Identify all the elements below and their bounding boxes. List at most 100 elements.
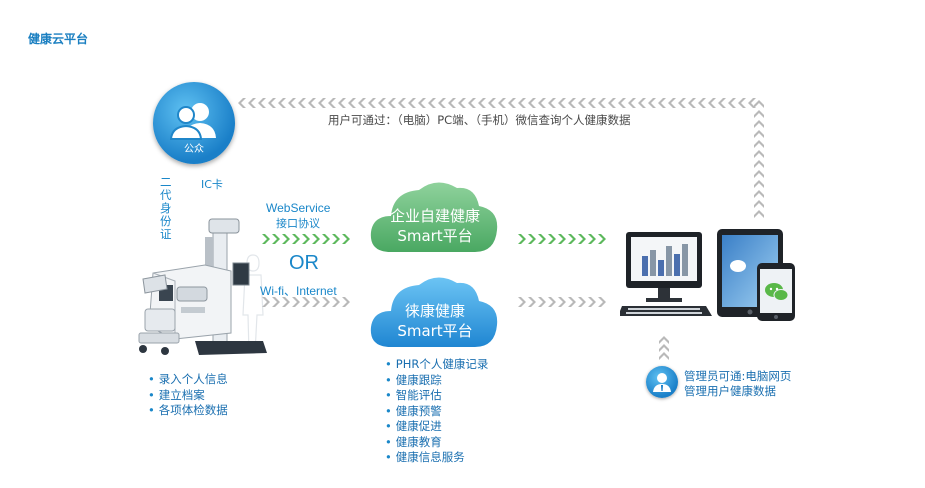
blue-cloud-icon [370,277,498,347]
chevron-up-icon [754,160,764,168]
chevron-left-icon [568,98,576,108]
chevron-up-icon [754,190,764,198]
list-item: •PHR个人健康记录 [385,357,489,371]
chevron-left-icon [438,98,446,108]
wifi-internet-label: Wi-fi、Internet [260,284,337,298]
chevron-up-icon [754,150,764,158]
list-item: •健康促进 [385,419,442,433]
chevron-left-icon [638,98,646,108]
chevron-up-icon [754,110,764,118]
chevron-left-icon [298,98,306,108]
chevron-left-icon [248,98,256,108]
admin-line1: 管理员可通:电脑网页 [684,369,792,383]
chevron-left-icon [548,98,556,108]
chevron-up-icon [754,170,764,178]
enterprise-smart-platform-cloud: 企业自建健康 Smart平台 [365,172,505,262]
public-user-label: 公众 [184,144,204,155]
or-label: OR [289,252,319,274]
chevron-left-icon [478,98,486,108]
chevron-left-icon [558,98,566,108]
chevron-left-icon [688,98,696,108]
arrow-gray-vertical-up [754,100,764,218]
chevron-left-icon [368,98,376,108]
list-item: •健康信息服务 [385,450,465,464]
list-item: •智能评估 [385,388,442,402]
chevron-left-icon [698,98,706,108]
chevron-left-icon [348,98,356,108]
desktop-computer [618,222,720,322]
chevron-left-icon [518,98,526,108]
webservice-label: WebService [266,201,331,215]
chevron-left-icon [588,98,596,108]
green-cloud-icon [370,182,498,252]
kiosk-device-illustration [138,218,267,355]
top-route-text: 用户可通过：（电脑）PC端、（手机）微信查询个人健康数据 [328,113,631,127]
chevron-up-icon [754,200,764,208]
chevron-left-icon [618,98,626,108]
arrow-green-device-to-enterprise [262,234,350,244]
arrow-gray-laikang-to-terminals [518,297,606,307]
chevron-left-icon [408,98,416,108]
chevron-left-icon [508,98,516,108]
chevron-up-icon [754,120,764,128]
chevron-left-icon [498,98,506,108]
chevron-up-icon [754,140,764,148]
arrow-green-enterprise-to-terminals [518,234,606,244]
phone-wechat-icon [757,263,795,321]
chevron-left-icon [328,98,336,108]
chevron-left-icon [628,98,636,108]
chevron-left-icon [378,98,386,108]
chevron-left-icon [358,98,366,108]
chevron-left-icon [388,98,396,108]
chevron-left-icon [598,98,606,108]
chevron-left-icon [428,98,436,108]
arrow-gray-device-to-laikang [262,297,350,307]
chevron-left-icon [308,98,316,108]
chevron-left-icon [488,98,496,108]
chevron-left-icon [238,98,246,108]
chevron-up-icon [754,210,764,218]
list-item: •健康跟踪 [385,372,442,387]
chevron-left-icon [738,98,746,108]
laikang-smart-platform-cloud: 徕康健康 Smart平台 [365,265,505,355]
chevron-left-icon [338,98,346,108]
chevron-left-icon [278,98,286,108]
chevron-left-icon [448,98,456,108]
list-item: •健康预警 [385,403,442,418]
arrow-gray-terminals-to-public [238,98,756,108]
admin-user-icon [653,373,671,392]
chevron-left-icon [608,98,616,108]
admin-avatar [646,366,678,398]
id-card-label: 二代身份证 [160,175,172,241]
users-icon [169,103,216,140]
chevron-up-icon [754,180,764,188]
desktop-monitor-icon [618,232,712,316]
admin-line2: 管理用户健康数据 [684,384,776,398]
health-kiosk-device [135,215,270,360]
chevron-left-icon [318,98,326,108]
chevron-left-icon [528,98,536,108]
list-item: •建立档案 [148,387,205,402]
chevron-left-icon [258,98,266,108]
interface-protocol-label: 接口协议 [276,217,320,230]
page-title: 健康云平台 [28,32,89,46]
arrow-gray-admin-up [659,336,669,360]
list-item: •录入个人信息 [148,372,228,386]
list-item: •各项体检数据 [148,403,228,417]
chevron-left-icon [668,98,676,108]
chevron-left-icon [468,98,476,108]
chevron-up-icon [754,130,764,138]
smartphone-device [756,262,798,324]
chevron-left-icon [708,98,716,108]
chevron-left-icon [718,98,726,108]
chevron-left-icon [288,98,296,108]
chevron-left-icon [748,98,756,108]
public-user-node: 公众 [153,82,235,164]
chevron-left-icon [538,98,546,108]
enterprise-cloud-line2: Smart平台 [397,227,473,245]
ic-card-label: IC卡 [201,178,223,191]
laikang-cloud-line1: 徕康健康 [404,302,465,320]
chevron-left-icon [458,98,466,108]
chevron-left-icon [578,98,586,108]
chevron-left-icon [648,98,656,108]
